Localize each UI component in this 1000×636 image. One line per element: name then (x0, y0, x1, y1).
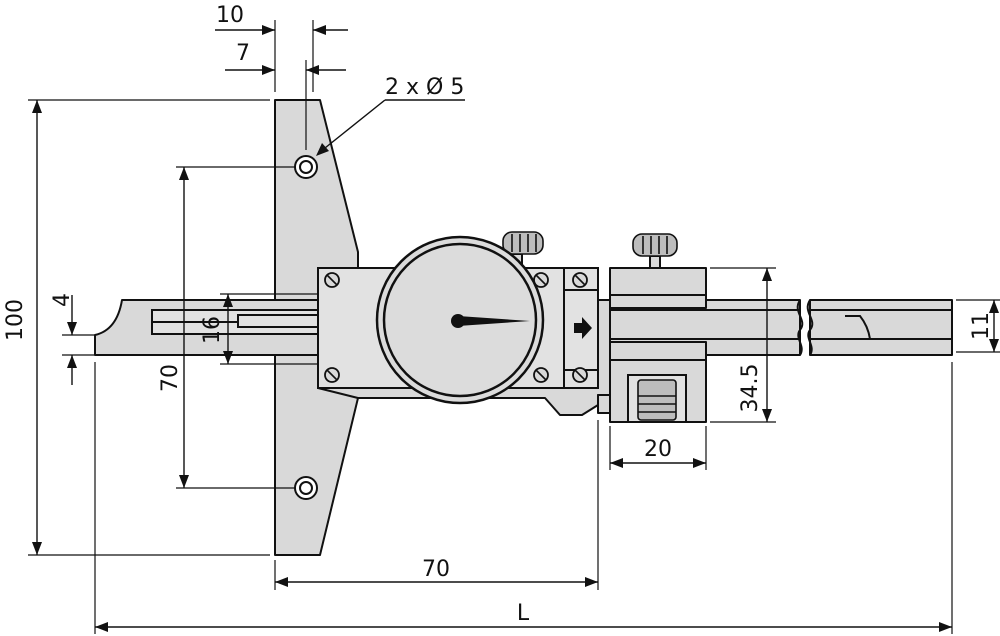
dim-label-base-length: 70 (422, 557, 450, 582)
dim-label-holes: 2 x Ø 5 (385, 75, 464, 100)
dim-rule-width: 11 (956, 299, 1000, 353)
dim-total-height: 100 (3, 99, 270, 556)
dial-knob (502, 231, 544, 255)
dim-label-overall-length: L (517, 601, 530, 626)
rule-beam-end (809, 299, 953, 356)
dim-label-hole-offset: 7 (236, 41, 250, 66)
dim-top-7: 7 (225, 41, 346, 150)
dim-base-length: 70 (274, 420, 599, 590)
dim-label-slider-width: 20 (644, 437, 672, 462)
body-screw (324, 272, 340, 288)
dim-overall-length: L (94, 362, 953, 634)
dim-label-slider-height: 34.5 (738, 364, 763, 413)
body-screw (324, 367, 340, 383)
body-screw (533, 367, 549, 383)
dim-label-top-width: 10 (216, 3, 244, 28)
dim-blade-height: 16 (200, 293, 318, 365)
dial-needle (458, 316, 530, 326)
blade-inner-slot (237, 314, 319, 328)
body-screw (572, 367, 588, 383)
dim-hole-spacing: 70 (158, 166, 295, 489)
body-screw (572, 272, 588, 288)
base-hole-bottom (294, 476, 318, 500)
dial-pivot (451, 314, 465, 328)
dim-blade-gap: 4 (50, 293, 95, 385)
dim-label-total-height: 100 (3, 299, 28, 341)
slider-knob (632, 233, 678, 257)
dim-top-10: 10 (215, 3, 348, 92)
direction-arrow-icon (574, 317, 592, 339)
dim-slider-height: 34.5 (710, 267, 776, 423)
slider-upper (609, 267, 707, 309)
dim-label-blade-gap: 4 (50, 293, 75, 307)
base-hole-top (294, 155, 318, 179)
dim-label-rule-width: 11 (969, 312, 994, 340)
slider-knob-stem (649, 255, 661, 269)
thumb-wheel (637, 379, 677, 421)
dim-label-blade-height: 16 (200, 316, 225, 344)
dim-label-hole-spacing: 70 (158, 364, 183, 392)
dim-holes: 2 x Ø 5 (316, 75, 465, 156)
dim-slider-width: 20 (609, 426, 707, 470)
